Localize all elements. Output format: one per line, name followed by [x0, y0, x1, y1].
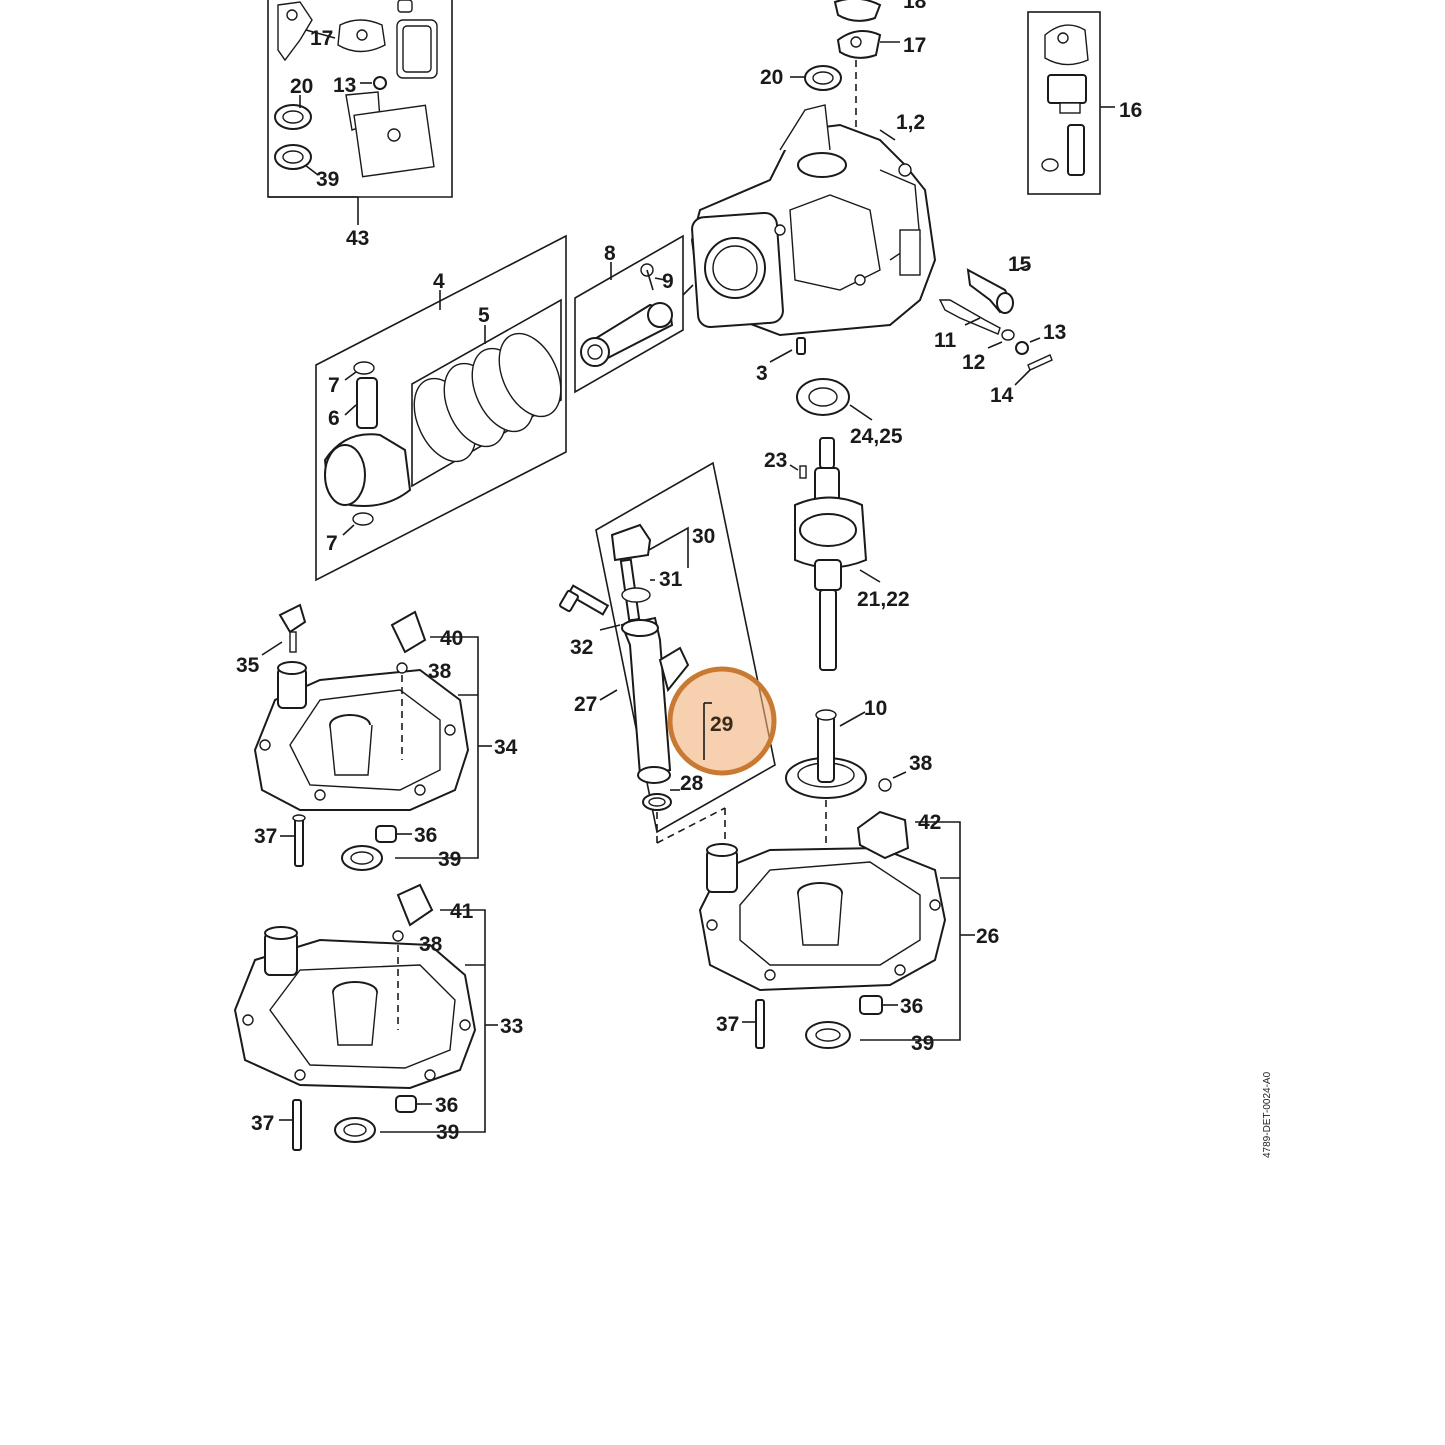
oil-fill-tube-group [559, 461, 776, 845]
callout-21-22: 21,22 [857, 588, 910, 611]
engine-block [682, 104, 937, 337]
callout-7: 7 [326, 532, 338, 555]
callout-17: 17 [903, 34, 926, 57]
callout-37: 37 [254, 825, 277, 848]
crankcase-cover-33 [233, 883, 498, 1151]
callout-7: 7 [328, 374, 340, 397]
callout-35: 35 [236, 654, 260, 677]
governor-group [785, 709, 867, 850]
callout-37: 37 [251, 1112, 274, 1135]
callout-23: 23 [764, 449, 787, 472]
callout-15: 15 [1008, 253, 1032, 276]
callout-14: 14 [990, 384, 1014, 407]
callout-36: 36 [414, 824, 437, 847]
callout-17: 17 [310, 27, 333, 50]
callout-11: 11 [934, 329, 957, 352]
callout-39: 39 [316, 168, 339, 191]
callout-30: 30 [692, 525, 715, 548]
callout-13: 13 [1043, 321, 1066, 344]
callout-13: 13 [333, 74, 356, 97]
callout-38: 38 [428, 660, 452, 683]
callout-34: 34 [494, 736, 518, 759]
callout-31: 31 [659, 568, 683, 591]
callout-37: 37 [716, 1013, 739, 1036]
piston-rings [413, 332, 562, 463]
callout-6: 6 [328, 407, 340, 430]
callout-12: 12 [962, 351, 985, 374]
callout-8: 8 [604, 242, 616, 265]
callout-38: 38 [419, 933, 443, 956]
cylinder-head-gaskets [790, 0, 900, 155]
crankcase-cover-34 [253, 603, 492, 871]
drawing-code: 4789-DET-0024-A0 [1262, 1071, 1273, 1158]
callout-26: 26 [976, 925, 999, 948]
callout-5: 5 [478, 304, 490, 327]
callout-18: 18 [903, 0, 927, 13]
gasket-kit-group [267, 0, 453, 225]
callout-29: 29 [710, 713, 733, 736]
callout-33: 33 [500, 1015, 523, 1038]
kit-16-group [1027, 11, 1115, 195]
callout-27: 27 [574, 693, 597, 716]
callout-32: 32 [570, 636, 593, 659]
callout-20: 20 [290, 75, 313, 98]
callout-41: 41 [450, 900, 474, 923]
highlight-29 [667, 666, 777, 776]
callout-4: 4 [433, 270, 445, 293]
callout-9: 9 [662, 270, 674, 293]
callout-43: 43 [346, 227, 369, 250]
callout-38: 38 [909, 752, 933, 775]
callout-1-2: 1,2 [896, 111, 925, 134]
connecting-rod-group [574, 234, 684, 394]
callout-42: 42 [918, 811, 941, 834]
callout-10: 10 [864, 697, 887, 720]
callout-40: 40 [440, 627, 463, 650]
crankcase-cover-26 [698, 771, 975, 1049]
callout-39: 39 [911, 1032, 934, 1055]
crankshaft-group [789, 378, 881, 671]
callout-16: 16 [1119, 99, 1142, 122]
small-parts [769, 264, 1053, 386]
callout-28: 28 [680, 772, 704, 795]
piston-group [315, 234, 567, 582]
callout-24-25: 24,25 [850, 425, 903, 448]
callout-labels: 18 17 20 1,2 16 17 20 13 39 43 4 5 8 9 1… [236, 0, 1142, 1144]
callout-36: 36 [900, 995, 923, 1018]
callout-36: 36 [435, 1094, 458, 1117]
callout-39: 39 [438, 848, 461, 871]
callout-3: 3 [756, 362, 768, 385]
callout-39: 39 [436, 1121, 459, 1144]
callout-20: 20 [760, 66, 783, 89]
